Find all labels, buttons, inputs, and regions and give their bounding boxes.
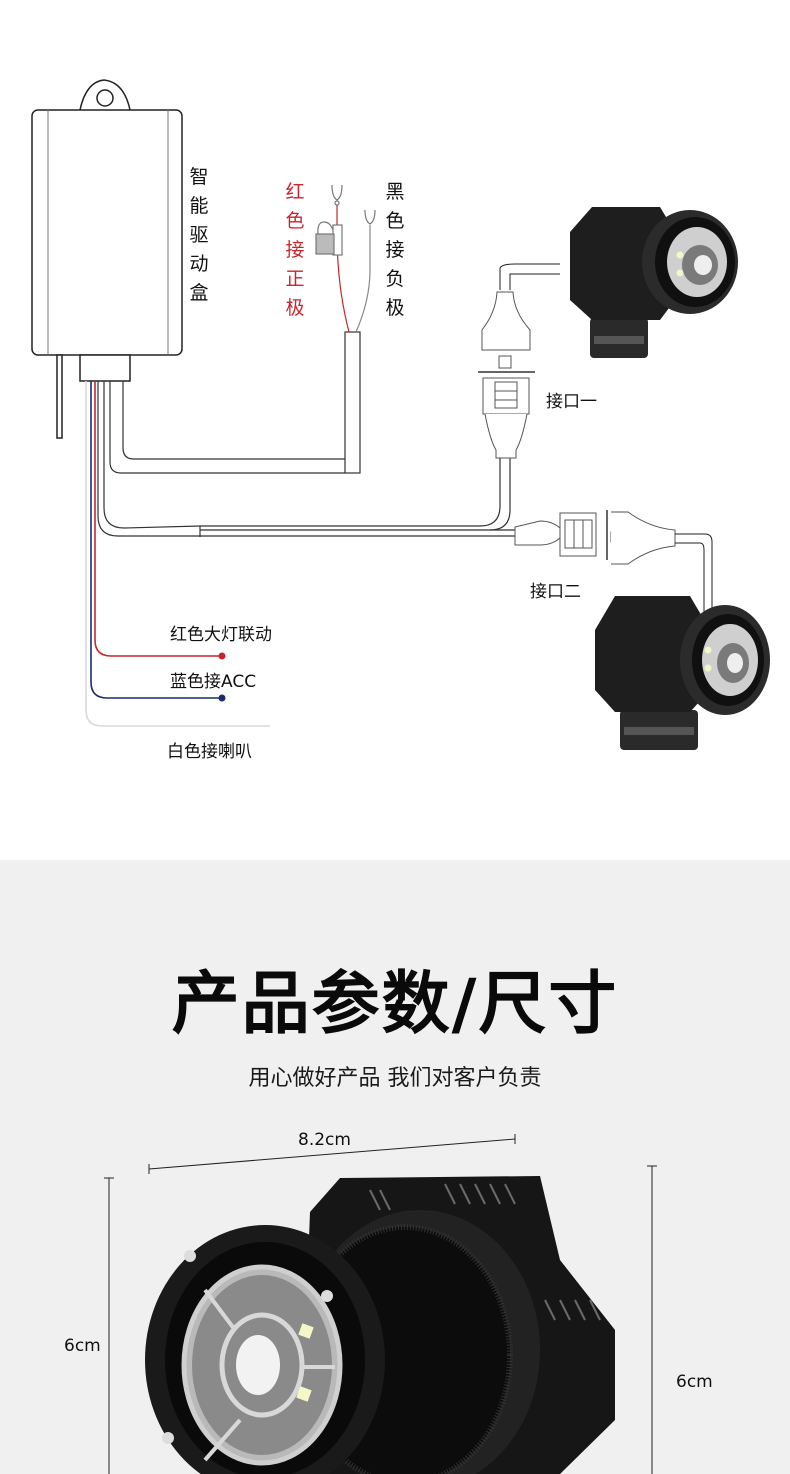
right-height-dimension-label: 6cm [676,1372,713,1392]
specs-title: 产品参数/尺寸 [171,965,619,1044]
red-headlight-label: 红色大灯联动 [170,625,272,645]
control-box [31,79,183,439]
specs-subtitle: 用心做好产品 我们对客户负责 [248,1066,542,1091]
left-height-dimension-label: 6cm [64,1336,101,1356]
wiring-diagram-section: 智能驱动盒 红色接正极 黑色接负极 接口一 接口二 红色大灯联动 蓝色接ACC … [31,79,770,762]
lamp-two-image [595,596,770,750]
red-positive-label: 红色接正极 [285,181,305,319]
main-harness [97,331,515,537]
width-dimension-line [148,1138,516,1170]
control-box-label: 智能驱动盒 [189,166,209,304]
connector-one [478,263,560,459]
signal-wires [85,381,270,727]
product-specs-section: 产品参数/尺寸 用心做好产品 我们对客户负责 [0,860,790,1474]
white-horn-label: 白色接喇叭 [167,742,252,762]
width-dimension-label: 8.2cm [298,1130,351,1150]
connector-two-label: 接口二 [530,582,581,602]
power-leads [315,184,376,333]
lamp-one-image [570,207,738,358]
blue-acc-label: 蓝色接ACC [170,672,257,692]
wiring-diagram-graphic [31,79,770,750]
dimension-graphic [104,1134,657,1474]
black-negative-label: 黑色接负极 [385,181,405,319]
connector-one-label: 接口一 [546,392,597,412]
lamp-render-image [145,1176,615,1474]
connector-two [514,510,713,620]
